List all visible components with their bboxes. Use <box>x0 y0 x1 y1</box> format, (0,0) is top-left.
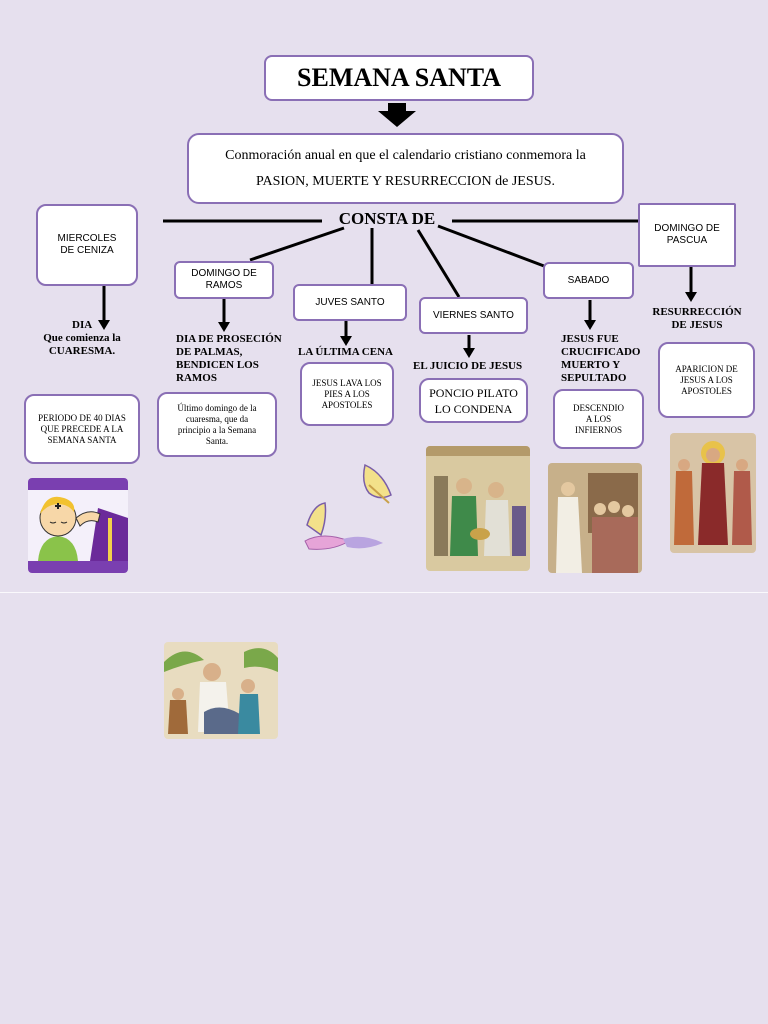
down-arrow-icon <box>378 103 416 127</box>
jueves-detail-box: JESUS LAVA LOS PIES A LOS APOSTOLES <box>300 362 394 426</box>
sabado-detail: DESCENDIO A LOS INFIERNOS <box>573 402 624 435</box>
miercoles-desc-1: DIA <box>72 319 93 331</box>
viernes-detail: PONCIO PILATO LO CONDENA <box>429 385 518 416</box>
sabado-box: SABADO <box>543 262 634 299</box>
page-title: SEMANA SANTA <box>297 63 501 92</box>
jueves-desc: LA ÚLTIMA CENA <box>298 346 393 358</box>
title-box: SEMANA SANTA <box>264 55 534 101</box>
domingo-pascua-desc: RESURRECCIÓN DE JESUS <box>652 306 742 331</box>
definition-box: Conmoración anual en que el calendario c… <box>187 133 624 204</box>
domingo-pascua-detail-box: APARICION DE JESUS A LOS APOSTOLES <box>658 342 755 418</box>
palm-sunday-illustration <box>164 642 278 739</box>
domingo-pascua-box: DOMINGO DE PASCUA <box>638 203 736 267</box>
consta-de-label: CONSTA DE <box>338 209 436 228</box>
miercoles-title: MIERCOLES DE CENIZA <box>57 233 117 256</box>
pilate-judgment-illustration <box>426 446 530 571</box>
sabado-desc: JESUS FUE CRUCIFICADO MUERTO Y SEPULTADO <box>561 333 641 384</box>
viernes-detail-box: PONCIO PILATO LO CONDENA <box>419 378 528 423</box>
miercoles-desc-2: Que comienza la CUARESMA. <box>43 332 121 357</box>
miercoles-detail-box: PERIODO DE 40 DIAS QUE PRECEDE A LA SEMA… <box>24 394 140 464</box>
domingo-ramos-detail-box: Último domingo de la cuaresma, que da pr… <box>157 392 277 457</box>
domingo-pascua-title: DOMINGO DE PASCUA <box>654 223 720 246</box>
viernes-desc: EL JUICIO DE JESUS <box>413 360 523 372</box>
definition-line-2: PASION, MUERTE Y RESURRECCION de JESUS. <box>255 173 556 189</box>
miercoles-detail: PERIODO DE 40 DIAS QUE PRECEDE A LA SEMA… <box>38 412 126 445</box>
domingo-ramos-title: DOMINGO DE RAMOS <box>191 268 257 291</box>
viernes-box: VIERNES SANTO <box>419 297 528 334</box>
miercoles-box: MIERCOLES DE CENIZA <box>36 204 138 286</box>
palm-icons-illustration <box>303 455 398 560</box>
connector-lines <box>98 103 697 358</box>
domingo-ramos-box: DOMINGO DE RAMOS <box>174 261 274 299</box>
jueves-title: JUVES SANTO <box>315 296 385 308</box>
domingo-ramos-detail: Último domingo de la cuaresma, que da pr… <box>177 402 257 446</box>
jueves-detail: JESUS LAVA LOS PIES A LOS APOSTOLES <box>312 377 382 410</box>
sabado-title: SABADO <box>567 274 610 286</box>
definition-line-1: Conmoración anual en que el calendario c… <box>225 147 586 163</box>
sabado-detail-box: DESCENDIO A LOS INFIERNOS <box>553 389 644 449</box>
domingo-ramos-desc: DIA DE PROSECIÓN DE PALMAS, BENDICEN LOS… <box>176 333 282 384</box>
ash-wednesday-illustration <box>28 478 128 573</box>
page-separator <box>0 592 768 593</box>
apostles-illustration <box>670 433 756 553</box>
domingo-pascua-detail: APARICION DE JESUS A LOS APOSTOLES <box>675 363 738 396</box>
viernes-title: VIERNES SANTO <box>433 309 514 321</box>
jueves-box: JUVES SANTO <box>293 284 407 321</box>
descent-illustration <box>548 463 642 573</box>
